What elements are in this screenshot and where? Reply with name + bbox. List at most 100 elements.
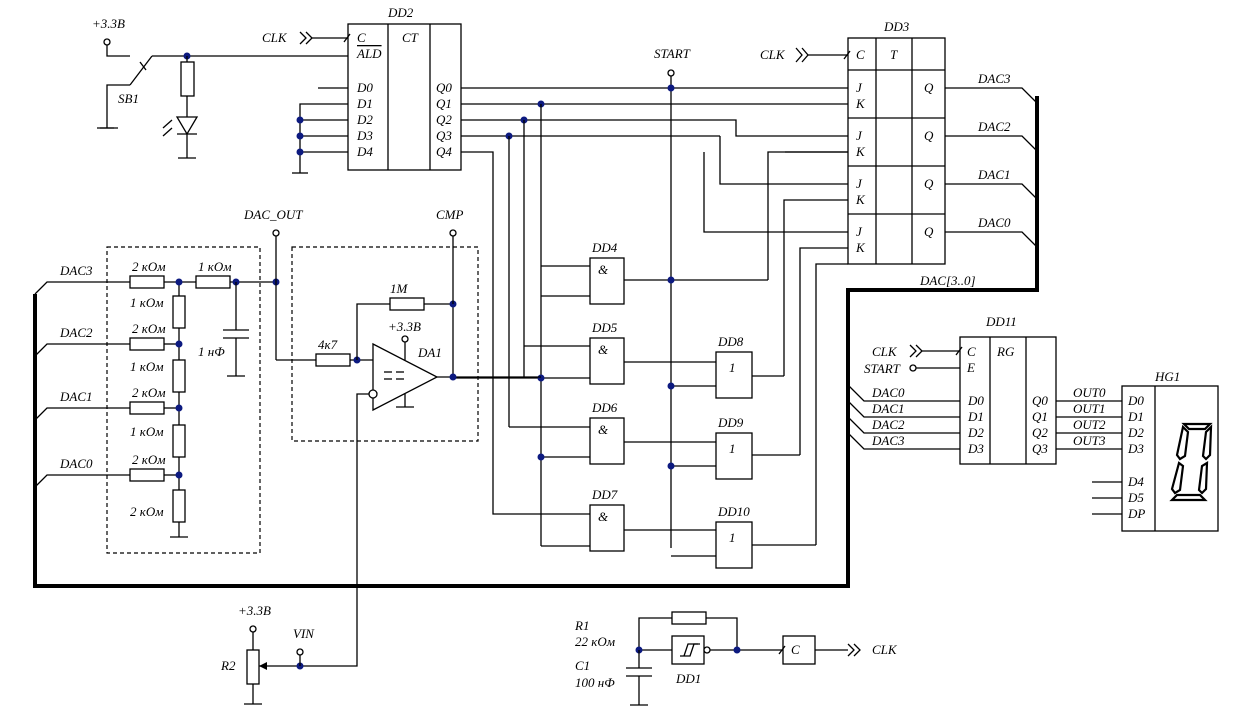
ladder-in-dac1: DAC1: [59, 389, 93, 404]
dd11-q1: Q1: [1032, 409, 1048, 424]
dd2-ald-pin: ALD: [356, 46, 382, 61]
osc-ff-c: C: [791, 642, 800, 657]
dd2-counter: [292, 23, 462, 174]
dd2-d2: D2: [356, 112, 373, 127]
dac-bus-label: DAC[3..0]: [919, 273, 976, 288]
ladder-in-dac0: DAC0: [59, 456, 93, 471]
dd2-d3: D3: [356, 128, 373, 143]
vcc-da1-label: +3.3В: [388, 319, 421, 334]
dd11-d3: D3: [967, 441, 984, 456]
dd3-out-dac2: DAC2: [977, 119, 1011, 134]
dd11-d1: D1: [967, 409, 984, 424]
dd11-q2: Q2: [1032, 425, 1048, 440]
dd6-name: DD6: [591, 400, 618, 415]
dd2-c-pin: C: [357, 30, 366, 45]
dd4-symbol: &: [598, 262, 609, 277]
dd9-symbol: 1: [729, 441, 736, 456]
dd3-out-dac0: DAC0: [977, 215, 1011, 230]
dd5-symbol: &: [598, 342, 609, 357]
clock-oscillator: [626, 611, 861, 706]
vin-label: VIN: [293, 626, 315, 641]
out0-label: OUT0: [1073, 385, 1106, 400]
dd11-func: RG: [996, 344, 1015, 359]
dd11-e-pin: E: [966, 360, 975, 375]
dd10-symbol: 1: [729, 530, 736, 545]
dd2-d4: D4: [356, 144, 373, 159]
dd3-out-dac3: DAC3: [977, 71, 1011, 86]
c1-value: 100 нФ: [575, 675, 615, 690]
dd4-name: DD4: [591, 240, 618, 255]
vcc-sb1-label: +3.3В: [92, 16, 125, 31]
ladder-series-r0: 2 кОм: [132, 452, 166, 467]
ladder-shunt-r0: 2 кОм: [130, 504, 164, 519]
not-gates: [667, 351, 816, 569]
dd1-label: DD1: [675, 671, 701, 686]
dd11-name: DD11: [985, 314, 1017, 329]
seven-segment-digit: [1169, 422, 1213, 502]
dd3-q2: Q: [924, 128, 934, 143]
dd3-out-dac1: DAC1: [977, 167, 1011, 182]
hg1-d0: D0: [1127, 393, 1144, 408]
hg1-d1: D1: [1127, 409, 1144, 424]
out3-label: OUT3: [1073, 433, 1106, 448]
dd11-d2: D2: [967, 425, 984, 440]
dd2-func: CT: [402, 30, 419, 45]
r1-value: 22 кОм: [575, 634, 615, 649]
dd7-name: DD7: [591, 487, 618, 502]
cmp-label: CMP: [436, 207, 464, 222]
start-and-counter-wiring: [461, 69, 848, 548]
dd3-t-func: T: [890, 47, 898, 62]
out2-label: OUT2: [1073, 417, 1106, 432]
dd3-k1: K: [855, 96, 866, 111]
and-gates: [456, 257, 768, 552]
dd3-j2: J: [856, 128, 863, 143]
dd11-start-label: START: [864, 361, 901, 376]
dd2-q4: Q4: [436, 144, 452, 159]
dd3-clk-label: CLK: [760, 47, 786, 62]
dd3-j3: J: [856, 176, 863, 191]
out1-label: OUT1: [1073, 401, 1106, 416]
start-label: START: [654, 46, 691, 61]
vcc-r2-label: +3.3В: [238, 603, 271, 618]
dd3-q3: Q: [924, 176, 934, 191]
ladder-series-r1: 2 кОм: [132, 385, 166, 400]
dd2-q1: Q1: [436, 96, 452, 111]
dd11-q3: Q3: [1032, 441, 1048, 456]
rfb-label: 1M: [390, 281, 409, 296]
ladder-in-dac3: DAC3: [59, 263, 93, 278]
ladder-series-r3: 2 кОм: [132, 259, 166, 274]
dd8-name: DD8: [717, 334, 744, 349]
dd3-k3: K: [855, 192, 866, 207]
ladder-shunt-r3: 1 кОм: [130, 295, 164, 310]
dd11-net-dac1: DAC1: [871, 401, 905, 416]
dac-out-label: DAC_OUT: [243, 207, 303, 222]
dac-bus: [33, 96, 1039, 588]
dd2-q0: Q0: [436, 80, 452, 95]
da1-name: DA1: [417, 345, 442, 360]
dd3-j1: J: [856, 80, 863, 95]
filter-c-label: 1 нФ: [198, 344, 225, 359]
osc-clk-out: CLK: [872, 642, 898, 657]
dd2-q3: Q3: [436, 128, 452, 143]
dd11-c-pin: C: [967, 344, 976, 359]
dd11-clk-label: CLK: [872, 344, 898, 359]
dd3-q4: Q: [924, 224, 934, 239]
ladder-shunt-r1: 1 кОм: [130, 424, 164, 439]
r2-label: R2: [220, 658, 236, 673]
dd11-register: [847, 336, 1122, 465]
dd3-k2: K: [855, 144, 866, 159]
r1-label: R1: [574, 618, 589, 633]
dd3-flipflops: [795, 37, 1038, 265]
dd5-name: DD5: [591, 320, 618, 335]
dd2-q2: Q2: [436, 112, 452, 127]
dd3-j4: J: [856, 224, 863, 239]
hg1-display: [1092, 385, 1219, 532]
dd11-d0: D0: [967, 393, 984, 408]
dd11-q0: Q0: [1032, 393, 1048, 408]
dd3-q1: Q: [924, 80, 934, 95]
sb1-label: SB1: [118, 91, 139, 106]
dd2-d0: D0: [356, 80, 373, 95]
dd2-name: DD2: [387, 5, 414, 20]
